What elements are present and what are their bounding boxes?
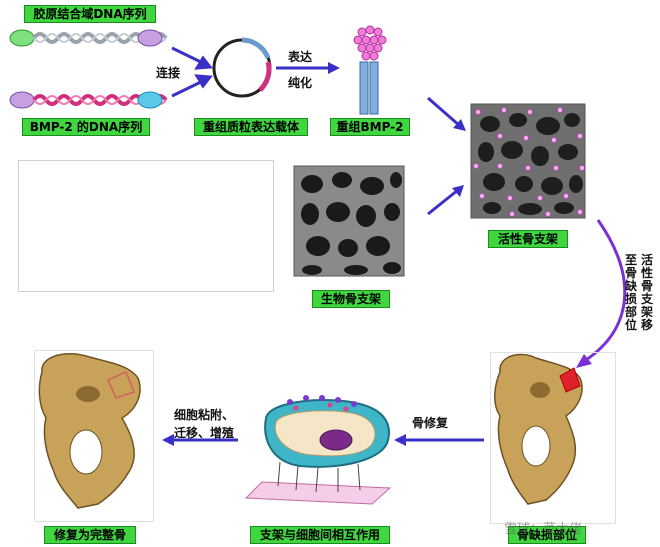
transfer-text-col2: 至骨缺损部位 <box>624 253 637 332</box>
cell-behaviour-arrow <box>162 434 238 446</box>
binding-domain-dna-label: 胶原结合域DNA序列 <box>24 5 156 23</box>
scaffold-cell-interaction-label: 支架与细胞间相互作用 <box>250 526 390 544</box>
bmp2-dna-strand <box>9 91 168 109</box>
coating-arrow-bottom <box>427 185 464 216</box>
recombinant-plasmid-graphic <box>212 37 272 98</box>
ligation-text: 连接 <box>156 66 181 80</box>
purification-text: 纯化 <box>288 76 313 90</box>
bone-repair-text: 骨修复 <box>412 416 449 430</box>
bone-repair-arrow <box>394 434 484 446</box>
active-scaffold-image <box>470 103 586 219</box>
transfer-arrow <box>576 219 627 368</box>
defect-pelvis-graphic <box>494 353 583 505</box>
expression-arrow <box>276 62 340 74</box>
expression-text: 表达 <box>288 50 313 64</box>
defect-site-label: 骨缺损部位 <box>508 526 586 544</box>
bio-scaffold-image <box>293 165 405 277</box>
coating-arrow-top <box>427 96 466 131</box>
cell-behaviour-text-2: 迁移、增殖 <box>174 426 235 440</box>
recombinant-bmp2-graphic <box>353 25 387 115</box>
repaired-bone-label: 修复为完整骨 <box>44 526 136 544</box>
transfer-text-col1: 活性骨支架移 <box>640 253 653 332</box>
bmp2-dna-label: BMP-2 的DNA序列 <box>22 118 150 136</box>
active-scaffold-label: 活性骨支架 <box>488 230 568 248</box>
watermark-text: 雪球：菜大佬 <box>504 522 583 537</box>
cell-behaviour-text-1: 细胞粘附、 <box>174 408 235 422</box>
bio-scaffold-label: 生物骨支架 <box>312 290 390 308</box>
repaired-bone-frame <box>34 350 154 522</box>
ligation-arrows <box>171 46 213 98</box>
binding-domain-dna-strand <box>9 29 168 47</box>
recombinant-plasmid-label: 重组质粒表达载体 <box>194 118 308 136</box>
blank-panel <box>18 160 274 292</box>
repaired-pelvis-graphic <box>38 352 141 509</box>
recombinant-bmp2-label: 重组BMP-2 <box>330 118 410 136</box>
scaffold-cell-graphic <box>244 395 392 505</box>
defect-bone-frame <box>490 352 616 524</box>
